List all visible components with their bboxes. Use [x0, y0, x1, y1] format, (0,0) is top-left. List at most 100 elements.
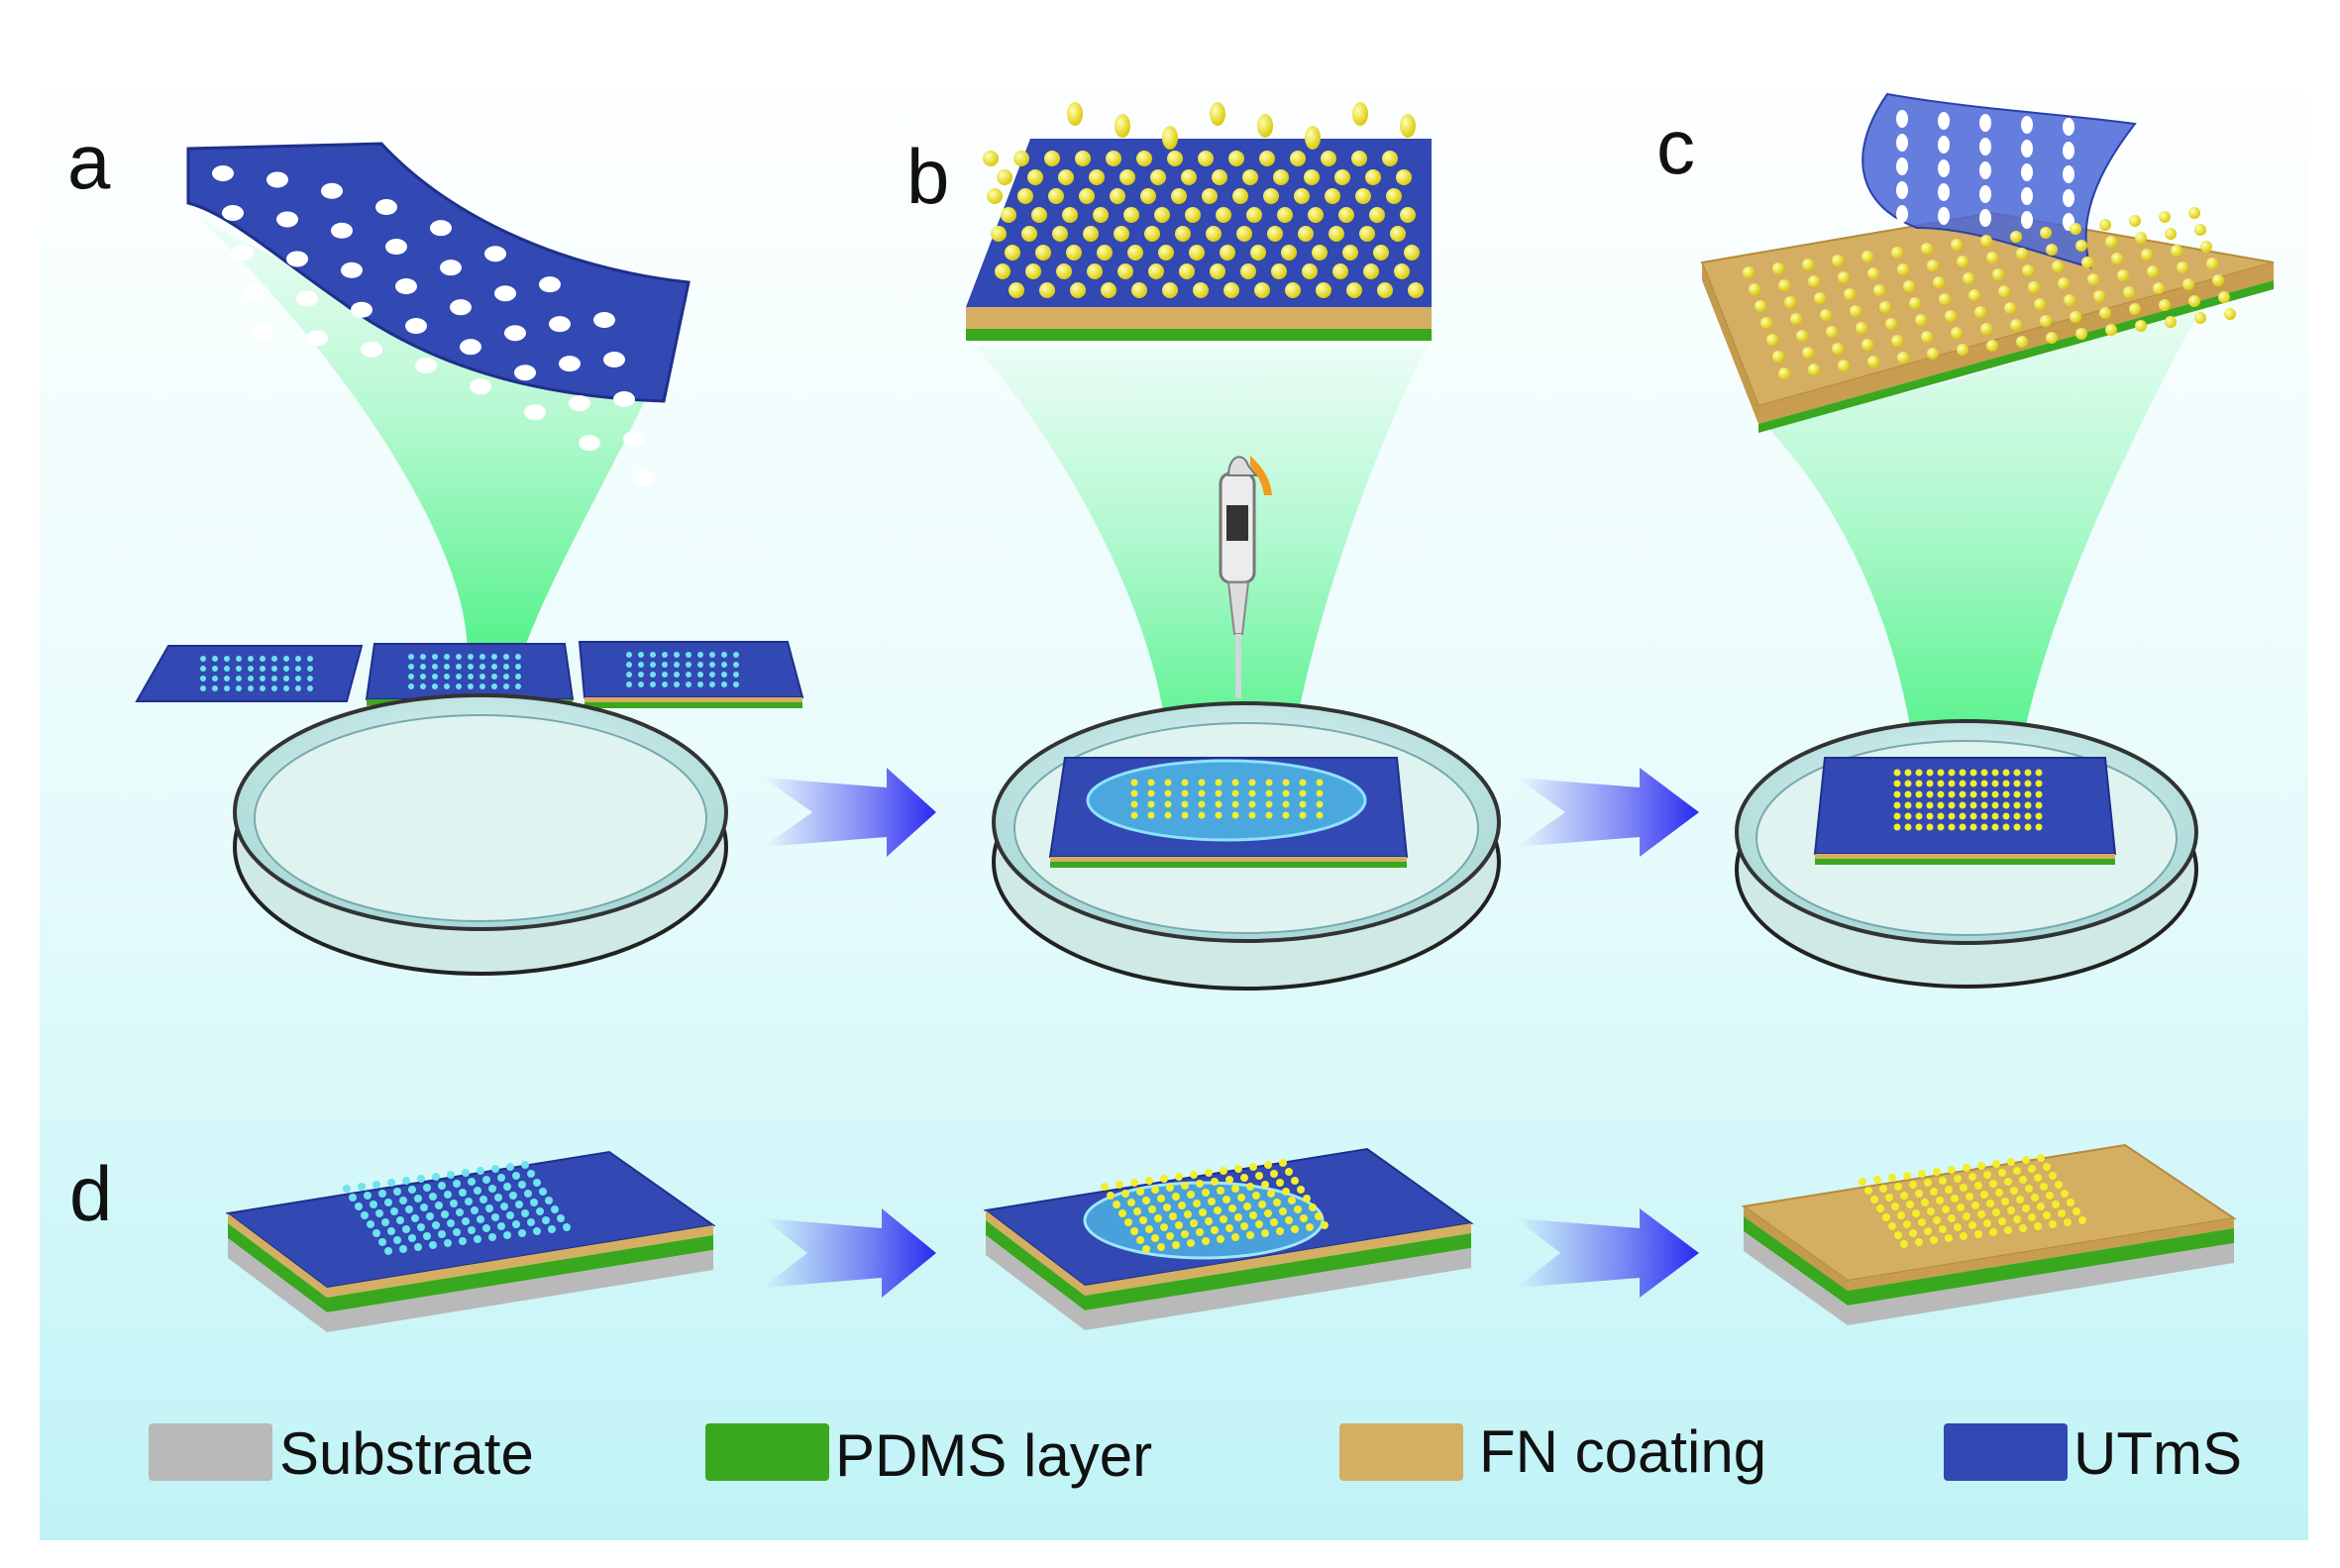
pattern-dot [408, 654, 414, 660]
fn-particle [1013, 151, 1029, 166]
pattern-dot [1288, 1197, 1296, 1204]
pattern-dot [1924, 1179, 1932, 1187]
pattern-dot [1954, 1175, 1962, 1183]
pattern-dot [402, 1177, 410, 1185]
pattern-dot [1172, 1193, 1180, 1201]
pattern-dot [1136, 1236, 1144, 1244]
fn-dot [1921, 331, 1933, 343]
pattern-dot [1157, 1195, 1165, 1202]
pattern-dot [1989, 1180, 1997, 1188]
pattern-dot [1154, 1214, 1162, 1222]
fn-particle [1162, 282, 1178, 298]
fn-dot [1991, 823, 1999, 831]
pattern-dot [408, 683, 414, 689]
fn-dot [1867, 356, 1879, 367]
pattern-dot [2037, 1154, 2045, 1162]
pattern-dot [563, 1223, 571, 1231]
hole [331, 222, 353, 239]
fn-dot [2040, 315, 2052, 327]
fn-dot [1921, 243, 1933, 255]
pattern-dot [224, 676, 230, 681]
solution-particles [1130, 779, 1324, 819]
solution-dot [1130, 811, 1138, 819]
pattern-dot [721, 662, 727, 668]
pattern-dot [459, 1237, 467, 1245]
pattern-dot [527, 1170, 535, 1178]
solution-dot [1215, 789, 1223, 797]
pattern-dot [506, 1163, 514, 1171]
pattern-dot [2013, 1215, 2021, 1223]
pattern-dot [1184, 1210, 1192, 1218]
pattern-dot [1966, 1193, 1973, 1201]
pattern-dot [533, 1179, 541, 1187]
pattern-dot [521, 1209, 529, 1217]
fn-dot [1790, 313, 1802, 325]
pattern-dot [378, 1238, 386, 1246]
pattern-dot [1900, 1240, 1908, 1248]
fn-particle [1246, 207, 1262, 223]
pattern-dot [1240, 1174, 1248, 1182]
solution-dot [1147, 811, 1155, 819]
pattern-dot [420, 664, 426, 670]
pattern-dot [2010, 1187, 2018, 1195]
fn-dot [1980, 812, 1988, 820]
chip-c-pdms [1815, 859, 2115, 865]
pattern-dot [212, 685, 218, 691]
pattern-dot [1107, 1192, 1115, 1200]
pattern-dot [307, 666, 313, 672]
fn-dot [1893, 801, 1901, 809]
hole [613, 391, 635, 407]
fn-dot [1991, 780, 1999, 787]
pattern-dot [733, 672, 739, 678]
pattern-dot [2019, 1176, 2027, 1184]
fn-dot [2024, 790, 2032, 798]
pattern-dot [465, 1198, 473, 1205]
pattern-dot [1202, 1237, 1210, 1245]
fn-dot [1937, 823, 1945, 831]
pattern-dot [200, 656, 206, 662]
solution-dot [1181, 789, 1189, 797]
fn-dot [1897, 352, 1909, 364]
pattern-dot [1974, 1230, 1982, 1238]
pattern-dot [1121, 1190, 1129, 1198]
pattern-dot [447, 1219, 455, 1227]
fn-particle [1110, 188, 1125, 204]
fn-dot [2016, 336, 2028, 348]
fn-dot [2087, 273, 2099, 285]
pattern-dot [372, 1181, 380, 1189]
fn-dot [2022, 264, 2034, 276]
pattern-dot [236, 685, 242, 691]
fn-particle [1232, 188, 1248, 204]
fn-particle [1079, 188, 1095, 204]
fn-dot [1959, 823, 1967, 831]
slab-d1-dots [343, 1161, 571, 1255]
pattern-dot [521, 1161, 529, 1169]
hole [266, 171, 288, 188]
pattern-dot [1915, 1238, 1923, 1246]
fn-dot [2002, 769, 2010, 777]
pattern-dot [662, 672, 668, 678]
pattern-dot [1968, 1173, 1976, 1181]
fn-dot [2218, 291, 2230, 303]
fn-dot [1980, 235, 1992, 247]
solution-dot [1198, 789, 1206, 797]
fn-particle [1181, 169, 1197, 185]
pattern-dot [1270, 1170, 1278, 1178]
fn-dot [1974, 306, 1986, 318]
solution-dot [1299, 779, 1307, 786]
solution-dot [1215, 811, 1223, 819]
pattern-dot [1942, 1205, 1950, 1213]
pattern-dot [509, 1192, 517, 1200]
pattern-dot [1300, 1214, 1308, 1222]
fn-particle [1281, 245, 1297, 261]
pattern-dot [512, 1172, 520, 1180]
slab-d1 [225, 1150, 716, 1332]
pattern-dot [1315, 1212, 1323, 1220]
fn-particle [1273, 169, 1289, 185]
solution-dot [1265, 789, 1273, 797]
pattern-dot [1243, 1202, 1251, 1210]
fn-particle [1185, 207, 1201, 223]
pattern-dot [503, 683, 509, 689]
fn-particle [1119, 169, 1135, 185]
pattern-dot [733, 681, 739, 687]
